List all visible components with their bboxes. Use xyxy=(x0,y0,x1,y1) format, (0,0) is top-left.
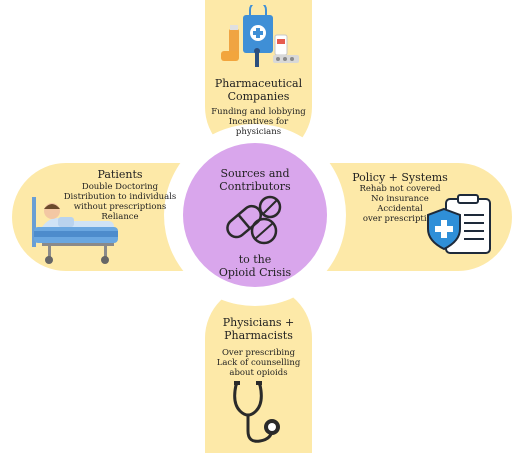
physicians-item: Lack of counselling xyxy=(216,358,301,368)
center-title-line3: to the xyxy=(238,253,272,266)
policy-item: Accidental xyxy=(377,204,423,214)
physicians-panel xyxy=(205,285,312,453)
pills-icon xyxy=(226,195,282,245)
patients-item: Reliance xyxy=(101,212,139,222)
center-title-line4: Opioid Crisis xyxy=(218,266,292,279)
patients-title: Patients xyxy=(97,168,143,181)
policy-title: Policy + Systems xyxy=(352,171,448,184)
pharma-item: Funding and lobbying xyxy=(211,107,306,117)
center-title-line1: Sources and xyxy=(220,167,290,180)
pharma-title-line1: Pharmaceutical xyxy=(214,77,303,90)
physicians-item: about opioids xyxy=(229,368,288,378)
policy-item: Rehab not covered xyxy=(359,184,441,194)
physicians-title-line1: Physicians + xyxy=(222,316,295,329)
pharmacy-bag-icon xyxy=(221,5,299,67)
patients-item: Double Doctoring xyxy=(81,182,159,192)
physicians-item: Over prescribing xyxy=(221,348,296,358)
policy-item: No insurance xyxy=(371,194,429,204)
pharma-title-line2: Companies xyxy=(227,90,290,103)
center-title-line2: Contributors xyxy=(219,180,291,193)
physicians-title-line2: Pharmacists xyxy=(224,329,293,342)
patients-item: Distribution to individuals xyxy=(63,192,177,202)
center-hub xyxy=(183,143,327,287)
policy-item: over prescription xyxy=(362,214,438,224)
medical-shield-clipboard-icon xyxy=(427,194,491,254)
pharma-item: Incentives for physicians xyxy=(228,117,289,137)
hospital-bed-icon xyxy=(32,197,118,264)
stethoscope-icon xyxy=(233,381,280,443)
patients-item: without prescriptions xyxy=(73,202,167,212)
